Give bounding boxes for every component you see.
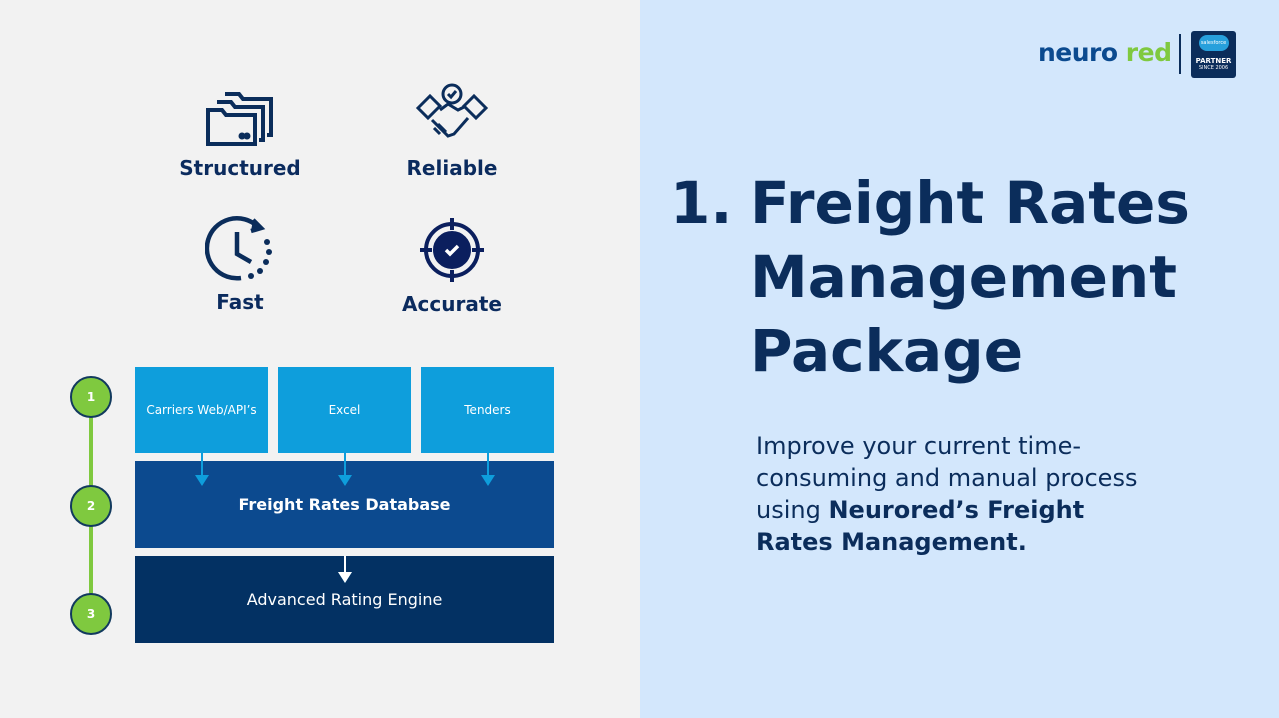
description-end: .: [1017, 528, 1027, 556]
logo-divider: [1179, 34, 1181, 74]
arrow-down-icon: [338, 453, 352, 486]
feature-label: Reliable: [406, 156, 498, 180]
target-check-icon: [420, 218, 484, 282]
feature-reliable: Reliable: [372, 82, 532, 180]
title-text: Freight Rates Management Package: [750, 169, 1190, 385]
source-tenders: Tenders: [421, 367, 554, 453]
badge-partner: PARTNER: [1195, 57, 1232, 65]
salesforce-partner-badge: salesforce PARTNER SINCE 2006: [1191, 31, 1236, 78]
source-excel: Excel: [278, 367, 411, 453]
folders-icon: [206, 92, 273, 146]
page-title: 1. Freight Rates Management Package: [670, 166, 1190, 388]
salesforce-cloud-icon: salesforce: [1198, 35, 1229, 51]
feature-structured: Structured: [160, 86, 320, 180]
title-number: 1.: [670, 169, 733, 237]
feature-fast: Fast: [160, 216, 320, 314]
description-text: Improve your current time-consuming and …: [756, 432, 1138, 524]
feature-accurate: Accurate: [372, 216, 532, 316]
step-circle-3: 3: [70, 593, 112, 635]
description-bold: Neurored’s Freight Rates Management: [756, 496, 1085, 556]
description: Improve your current time-consuming and …: [756, 430, 1156, 558]
left-panel: Structured Reliable Fast Accurate 1 2 3 …: [0, 0, 640, 718]
arrow-down-icon: [481, 453, 495, 486]
arrow-down-icon: [195, 453, 209, 486]
source-carriers: Carriers Web/API’s: [135, 367, 268, 453]
arrow-head: [338, 572, 352, 583]
badge-since: SINCE 2006: [1198, 65, 1229, 71]
logo-neuro: neuro: [1038, 38, 1118, 67]
feature-label: Fast: [216, 290, 264, 314]
logo-red: red: [1125, 38, 1172, 67]
clock-icon: [205, 216, 272, 281]
right-panel: [640, 0, 1279, 718]
step-circle-1: 1: [70, 376, 112, 418]
neurored-logo: neuro red: [1038, 38, 1172, 67]
feature-label: Structured: [179, 156, 301, 180]
arrow-down-icon: .arrow.w::after{}: [338, 556, 352, 583]
step-circle-2: 2: [70, 485, 112, 527]
handshake-icon: [415, 83, 489, 138]
feature-label: Accurate: [402, 292, 502, 316]
